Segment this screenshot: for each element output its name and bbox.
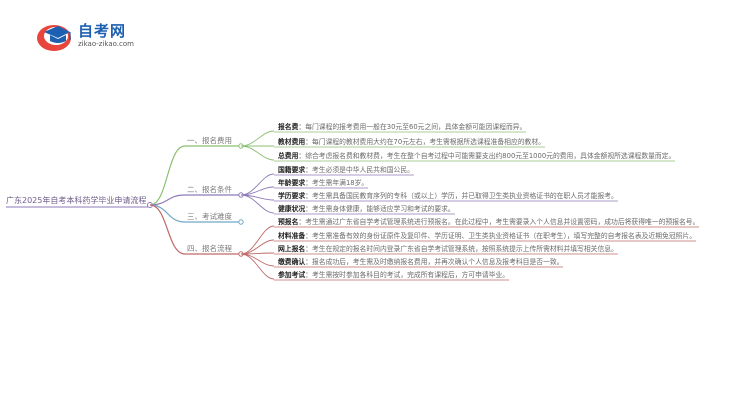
category-node: 一、报名费用 [187, 136, 232, 145]
leaf-key: 国籍要求 [278, 166, 306, 174]
logo-title: 自考网 [78, 22, 127, 40]
category-node: 四、报名流程 [187, 244, 232, 253]
leaf-item: 教材费用：每门课程的教材费用大约在70元左右，考生需根据所选课程准备相应的教材。 [278, 138, 545, 146]
leaf-key: 年龄要求 [278, 179, 306, 187]
leaf-key: 网上报名 [278, 245, 306, 253]
leaf-item: 网上报名：考生在规定的报名时间内登录广东省自学考试管理系统，按照系统提示上传所需… [278, 245, 618, 253]
mindmap-root: 广东2025年自考本科药学毕业申请流程 [6, 196, 147, 205]
leaf-text: 综合考虑报名费和教材费，考生在整个自考过程中可能需要支出约800元至1000元的… [305, 152, 676, 160]
leaf-key: 学历要求 [278, 192, 306, 200]
logo-url: zikao-zikao.com [78, 40, 134, 48]
category-node: 三、考试难度 [187, 212, 232, 221]
leaf-item: 年龄要求：考生需年满18岁。 [278, 179, 369, 187]
leaf-text: 考生在规定的报名时间内登录广东省自学考试管理系统，按照系统提示上传所需材料并填写… [311, 245, 618, 253]
leaf-text: 考生需按时参加各科目的考试，完成所有课程后，方可申请毕业。 [311, 271, 510, 279]
leaf-item: 参加考试：考生需按时参加各科目的考试，完成所有课程后，方可申请毕业。 [278, 271, 510, 279]
leaf-key: 参加考试 [278, 271, 306, 279]
leaf-text: 考生需年满18岁。 [311, 179, 369, 187]
leaf-key: 缴费确认 [278, 258, 306, 266]
leaf-item: 材料准备：考生需准备有效的身份证原件及复印件、学历证明、卫生类执业资格证书（在职… [278, 232, 697, 240]
leaf-text: 考生需准备有效的身份证原件及复印件、学历证明、卫生类执业资格证书（在职考生），填… [311, 232, 697, 240]
leaf-key: 材料准备 [278, 232, 306, 240]
leaf-key: 报名费 [278, 123, 299, 131]
leaf-item: 预报名：考生需通过广东省自学考试管理系统进行预报名。在此过程中，考生需要录入个人… [278, 218, 700, 226]
leaf-text: 报名成功后，考生需及时缴纳报名费用，并再次确认个人信息及报考科目是否一致。 [311, 258, 564, 266]
leaf-item: 报名费：每门课程的报考费用一般在30元至60元之间，具体金额可能因课程而异。 [278, 123, 527, 131]
site-logo[interactable]: 自考网 zikao-zikao.com [34, 18, 164, 58]
leaf-key: 教材费用 [278, 138, 306, 146]
leaf-key: 预报名 [278, 218, 299, 226]
leaf-key: 总费用 [278, 152, 299, 160]
leaf-key: 健康状况 [278, 205, 306, 213]
leaf-text: 每门课程的报考费用一般在30元至60元之间，具体金额可能因课程而异。 [305, 123, 527, 131]
leaf-text: 考生需身体健康，能够适应学习和考试的要求。 [311, 205, 455, 213]
leaf-item: 国籍要求：考生必须是中华人民共和国公民。 [278, 166, 414, 174]
leaf-item: 总费用：综合考虑报名费和教材费，考生在整个自考过程中可能需要支出约800元至10… [278, 152, 676, 160]
leaf-text: 考生需具备国民教育序列的专科（或以上）学历，并已取得卫生类执业资格证书的在职人员… [311, 192, 618, 200]
leaf-text: 每门课程的教材费用大约在70元左右，考生需根据所选课程准备相应的教材。 [311, 138, 545, 146]
leaf-text: 考生必须是中华人民共和国公民。 [311, 166, 414, 174]
leaf-item: 健康状况：考生需身体健康，能够适应学习和考试的要求。 [278, 205, 455, 213]
leaf-text: 考生需通过广东省自学考试管理系统进行预报名。在此过程中，考生需要录入个人信息并设… [305, 218, 700, 226]
leaf-item: 缴费确认：报名成功后，考生需及时缴纳报名费用，并再次确认个人信息及报考科目是否一… [278, 258, 564, 266]
leaf-item: 学历要求：考生需具备国民教育序列的专科（或以上）学历，并已取得卫生类执业资格证书… [278, 192, 618, 200]
category-node: 二、报名条件 [187, 185, 232, 194]
graduation-cap-logo-icon [37, 25, 71, 51]
